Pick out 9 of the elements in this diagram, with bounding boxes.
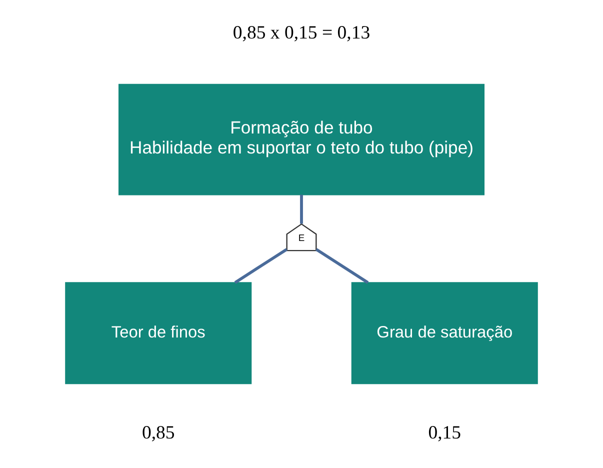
connector: [315, 248, 369, 284]
node-box: Grau de saturação: [351, 282, 538, 384]
node-label: 0,85: [142, 422, 175, 444]
node-label: 0,85 x 0,15 = 0,13: [232, 22, 370, 44]
connector: [234, 248, 288, 284]
node-box: Formação de tubo Habilidade em suportar o teto do tubo (pipe): [118, 84, 485, 196]
node-label: 0,15: [428, 422, 462, 444]
node-box: Teor de finos: [65, 282, 252, 384]
connector: [300, 194, 303, 224]
